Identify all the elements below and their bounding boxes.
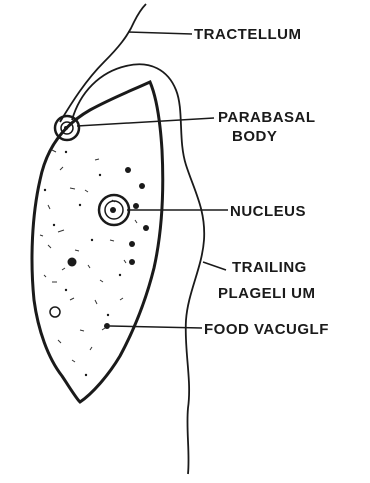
small-vacuole — [50, 307, 60, 317]
cell-body-outline — [32, 82, 163, 402]
leader-lines — [77, 32, 228, 328]
food-vacuole-leader — [110, 326, 202, 328]
food-vacuole-granule — [104, 323, 110, 329]
label-nucleus: NUCLEUS — [230, 203, 306, 220]
cytoplasm-dots — [44, 151, 121, 376]
label-tractellum: TRACTELLUM — [194, 26, 301, 43]
trailing-leader — [203, 262, 226, 270]
label-parabasal-line1: PARABASAL — [218, 109, 316, 126]
parabasal-body — [55, 116, 79, 140]
label-trailing-line2: PLAGELI UM — [218, 285, 316, 302]
cytoplasm-speckles — [40, 150, 137, 362]
nucleus — [99, 195, 129, 225]
label-parabasal-line2: BODY — [232, 128, 277, 145]
label-food-vacuole: FOOD VACUGLF — [204, 321, 329, 338]
parabasal-leader — [77, 118, 214, 126]
tractellum-leader — [128, 32, 192, 34]
label-trailing-line1: TRAILING — [232, 259, 307, 276]
